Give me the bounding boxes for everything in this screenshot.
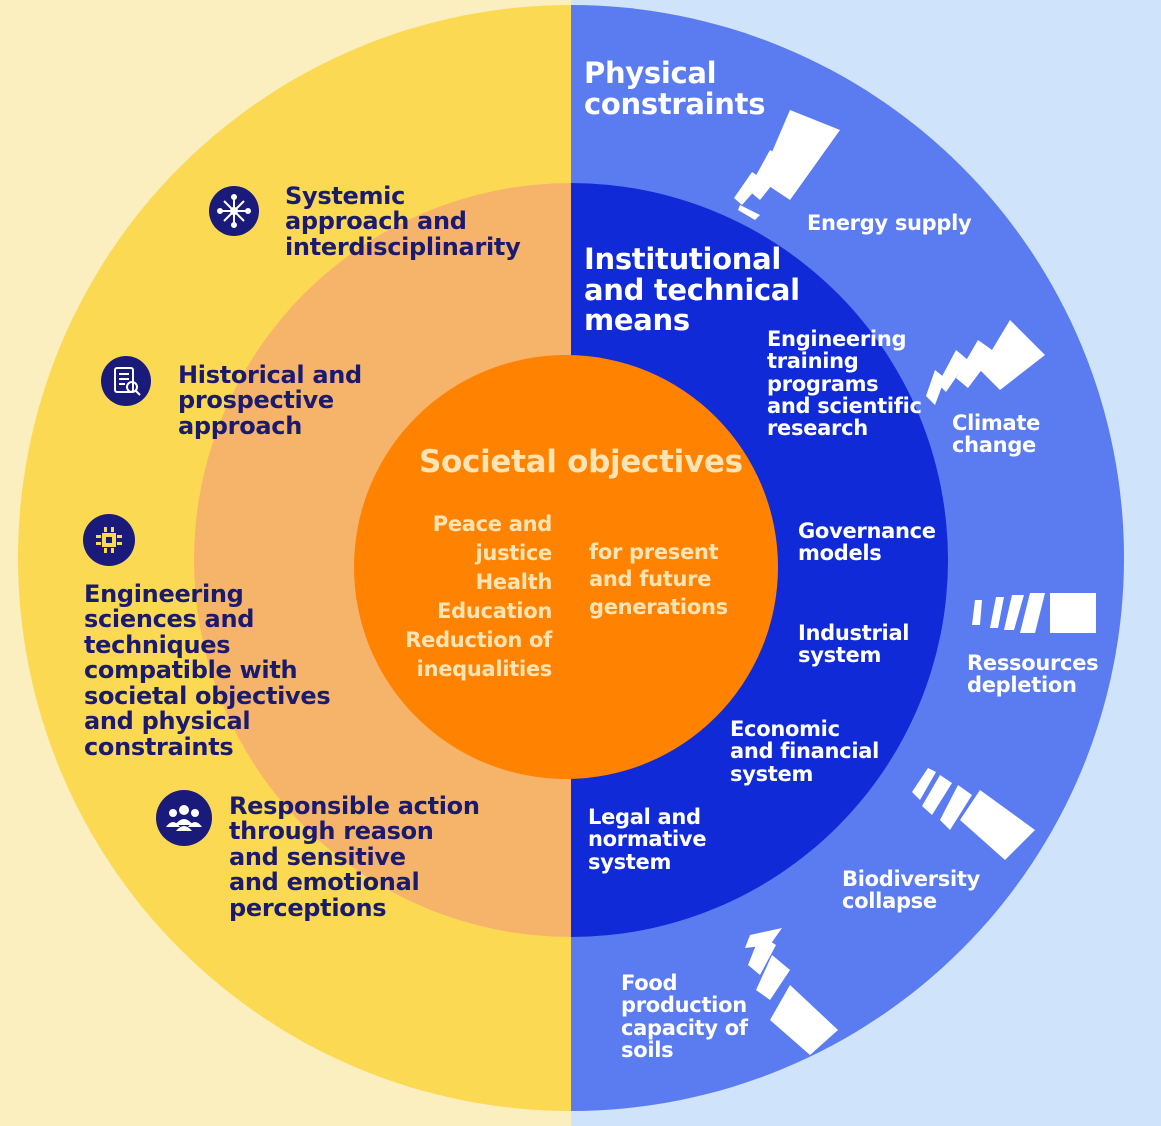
chip-icon (83, 514, 135, 566)
institutional-means-title: Institutional and technical means (584, 242, 800, 338)
societal-objectives-list: Peace and justice Health Education Reduc… (405, 512, 552, 681)
document-search-icon (101, 356, 151, 406)
physical-constraints-title: Physical constraints (584, 56, 766, 121)
label-legal-normative-system: Legal and normative system (588, 805, 707, 874)
chevron-group-climate (926, 320, 1045, 405)
label-systemic-approach: Systemic approach and interdisciplinarit… (285, 182, 521, 261)
center-circle (354, 355, 778, 779)
label-historical-approach: Historical and prospective approach (178, 361, 362, 440)
network-icon (209, 186, 259, 236)
chevron-group-food (745, 928, 838, 1055)
label-climate-change: Climate change (952, 411, 1041, 458)
label-engineering-training: Engineering training programs and scient… (767, 327, 922, 440)
label-food-production: Food production capacity of soils (621, 971, 748, 1062)
label-energy-supply: Energy supply (807, 211, 972, 235)
label-economic-financial-system: Economic and financial system (730, 717, 879, 786)
societal-generations: for present and future generations (589, 540, 728, 619)
chevron-group-biodiversity (912, 768, 1035, 860)
people-icon (156, 790, 212, 846)
label-industrial-system: Industrial system (798, 621, 910, 668)
label-biodiversity-collapse: Biodiversity collapse (842, 867, 980, 914)
chevron-group-resources (972, 593, 1096, 633)
label-responsible-action: Responsible action through reason and se… (229, 792, 480, 922)
label-resources-depletion: Ressources depletion (967, 651, 1099, 698)
chevron-group-energy (734, 110, 840, 220)
label-governance-models: Governance models (798, 519, 936, 566)
societal-objectives-title: Societal objectives (419, 444, 743, 480)
label-engineering-sciences: Engineering sciences and techniques comp… (84, 580, 331, 761)
